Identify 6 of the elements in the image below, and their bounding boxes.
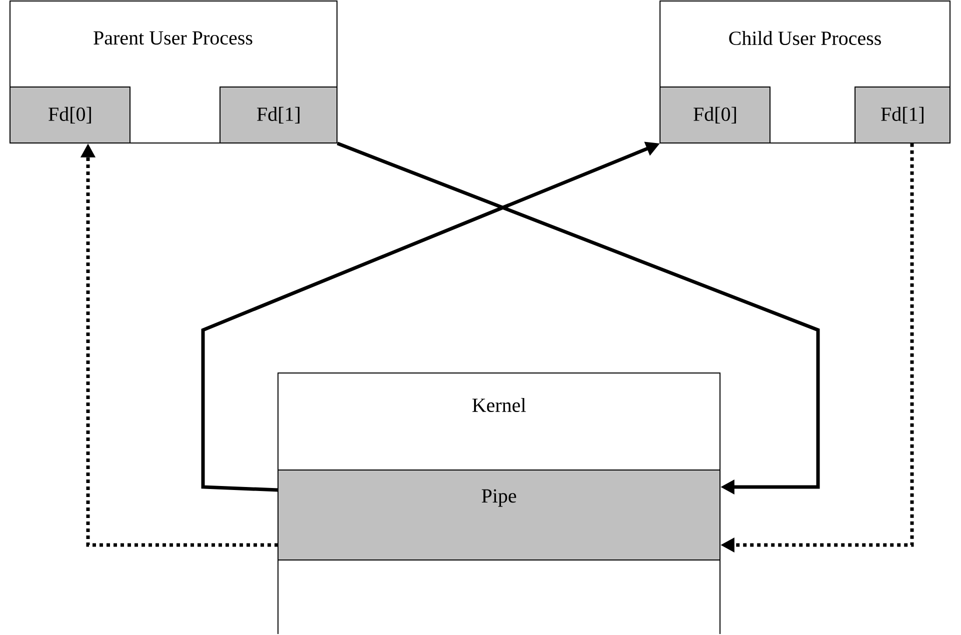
descriptor-box: Fd[0] [10,86,130,144]
arrow [336,142,820,495]
descriptor-box: Fd[1] [220,86,338,144]
descriptor-box: Fd[1] [854,86,950,144]
descriptor-box: Pipe [278,470,720,560]
descriptor-box: Fd[0] [660,86,770,144]
